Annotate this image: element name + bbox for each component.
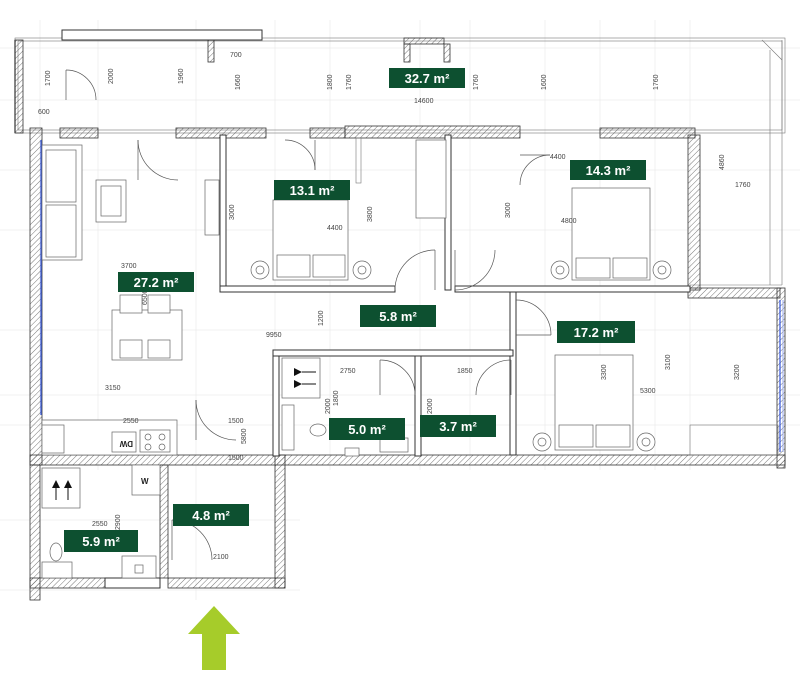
area-badge-balcony[interactable]: 32.7 m²	[389, 68, 465, 88]
dim: 1660	[235, 74, 242, 90]
area-badge-living-room[interactable]: 27.2 m²	[118, 272, 194, 292]
dim: 14600	[414, 98, 434, 105]
area-badge-corridor[interactable]: 5.8 m²	[360, 305, 436, 327]
dim: 1500	[228, 455, 244, 462]
windows	[40, 140, 784, 452]
wc-fixtures	[41, 464, 161, 579]
area-badge-wc[interactable]: 5.9 m²	[64, 530, 138, 552]
dim: 2550	[123, 418, 139, 425]
svg-text:5.0 m²: 5.0 m²	[348, 422, 386, 437]
entrance-arrow-icon	[188, 606, 240, 670]
dim: 4400	[550, 154, 566, 161]
dim: 1760	[473, 74, 480, 90]
balcony-terrace	[14, 29, 786, 286]
dim: 2000	[325, 398, 332, 414]
doors	[65, 69, 552, 561]
dim: 2000	[427, 398, 434, 414]
dim: 4800	[561, 218, 577, 225]
dim: 4860	[719, 154, 726, 170]
dim: 3700	[121, 263, 137, 270]
svg-text:17.2 m²: 17.2 m²	[574, 325, 619, 340]
dim: 5300	[640, 388, 656, 395]
svg-text:13.1 m²: 13.1 m²	[290, 183, 335, 198]
area-badge-hall[interactable]: 4.8 m²	[173, 504, 249, 526]
area-badge-bedroom-3[interactable]: 17.2 m²	[557, 321, 635, 343]
area-badge-bedroom-2[interactable]: 14.3 m²	[570, 160, 646, 180]
dim: 2100	[213, 554, 229, 561]
dim: 4400	[327, 225, 343, 232]
dishwasher-label: DW	[119, 439, 133, 448]
dim: 1760	[346, 74, 353, 90]
bedroom-3-furniture	[532, 354, 779, 456]
dim: 1800	[327, 74, 334, 90]
svg-text:5.9 m²: 5.9 m²	[82, 534, 120, 549]
exterior-walls	[29, 125, 786, 601]
dimension-labels: 700 1700 600 2000 1960 1660 1800 1760 17…	[38, 52, 751, 561]
bathroom-fixtures	[281, 357, 409, 457]
svg-text:5.8 m²: 5.8 m²	[379, 309, 417, 324]
dim: 2750	[340, 368, 356, 375]
dim: 3150	[105, 385, 121, 392]
svg-text:27.2 m²: 27.2 m²	[134, 275, 179, 290]
dim: 2900	[115, 514, 122, 530]
dim: 1800	[333, 390, 340, 406]
dim: 3800	[367, 206, 374, 222]
interior-walls	[219, 134, 691, 457]
dim: 1200	[318, 310, 325, 326]
dim: 6500	[142, 289, 149, 305]
dim: 3100	[665, 354, 672, 370]
dim: 3000	[505, 202, 512, 218]
dim: 3300	[601, 364, 608, 380]
dim: 2000	[108, 68, 115, 84]
svg-text:14.3 m²: 14.3 m²	[586, 163, 631, 178]
area-badge-storage[interactable]: 3.7 m²	[420, 415, 496, 437]
washer-label: W	[141, 477, 149, 486]
dim: 1760	[653, 74, 660, 90]
dim: 2550	[92, 521, 108, 528]
svg-text:4.8 m²: 4.8 m²	[192, 508, 230, 523]
dim: 1760	[735, 182, 751, 189]
dim: 1700	[45, 70, 52, 86]
bedroom-1-furniture	[250, 199, 372, 281]
area-badge-bedroom-1[interactable]: 13.1 m²	[274, 180, 350, 200]
room-area-badges: 32.7 m² 13.1 m² 14.3 m² 27.2 m² 5.8 m² 1…	[64, 68, 646, 552]
dim: 700	[230, 52, 242, 59]
bedroom-2-furniture	[415, 139, 672, 281]
living-room-furniture	[41, 144, 220, 456]
dim: 1960	[178, 68, 185, 84]
dim: 9950	[266, 332, 282, 339]
dim: 3000	[229, 204, 236, 220]
dim: 1500	[228, 418, 244, 425]
dim: 5800	[241, 428, 248, 444]
svg-text:32.7 m²: 32.7 m²	[405, 71, 450, 86]
dim: 3200	[734, 364, 741, 380]
dim: 1850	[457, 368, 473, 375]
svg-text:3.7 m²: 3.7 m²	[439, 419, 477, 434]
area-badge-bathroom[interactable]: 5.0 m²	[329, 418, 405, 440]
dim: 1600	[541, 74, 548, 90]
dim: 600	[38, 109, 50, 116]
